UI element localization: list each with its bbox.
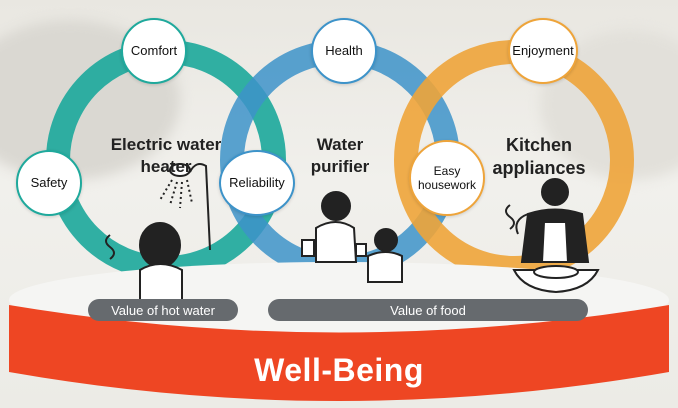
bubble-enjoyment: Enjoyment	[508, 18, 578, 84]
ring-label-line: Kitchen	[505, 135, 572, 155]
well-being-title: Well-Being	[254, 352, 424, 388]
ring-label-line: purifier	[310, 157, 370, 177]
bubble-label: Health	[325, 43, 363, 59]
ring-label-kitchen-appliances: Kitchen appliances	[484, 134, 594, 181]
woman-showering-illustration	[105, 222, 183, 301]
bubble-comfort: Comfort	[121, 18, 187, 84]
ring-label-electric-water-heater: Electric water heater	[96, 134, 236, 178]
bubble-label: housework	[417, 178, 477, 192]
bubble-safety: Safety	[16, 150, 82, 216]
bubble-label-wrap: Easy housework	[418, 164, 476, 193]
bubble-label: Comfort	[130, 43, 178, 59]
ring-label-line: heater	[140, 157, 192, 177]
ring-label-line: Water	[316, 135, 364, 154]
bubble-health: Health	[311, 18, 377, 84]
bubble-label: Reliability	[229, 175, 285, 191]
ring-label-water-purifier: Water purifier	[300, 134, 380, 178]
bubble-label: Safety	[30, 175, 68, 191]
platform-red-band	[9, 305, 669, 401]
shower-illustration	[159, 163, 211, 251]
man-cooking-illustration	[505, 178, 600, 294]
mother-child-illustration	[301, 191, 403, 283]
ring-label-line: appliances	[492, 158, 586, 179]
ring-label-line: Electric water	[110, 135, 222, 154]
pill-value-food: Value of food	[268, 299, 588, 321]
bubble-easy-housework: Easy housework	[409, 140, 485, 216]
bubble-label: Enjoyment	[512, 43, 574, 59]
bubble-reliability: Reliability	[219, 150, 295, 216]
bubble-label: Easy	[433, 163, 461, 178]
pill-label: Value of food	[390, 302, 466, 318]
pill-label: Value of hot water	[111, 302, 215, 318]
pill-value-hot-water: Value of hot water	[88, 299, 238, 321]
